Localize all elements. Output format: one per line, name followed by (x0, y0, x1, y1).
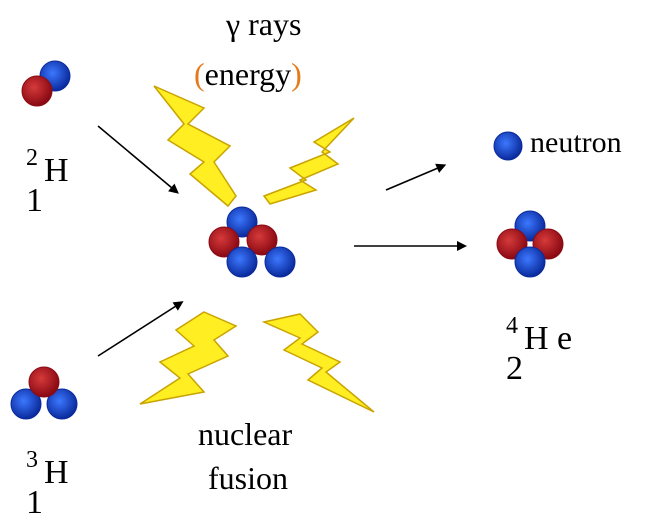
helium-mass-number: 4 (506, 314, 518, 338)
arrow-neutron-out (386, 168, 438, 190)
proton-particle (22, 76, 52, 106)
tritium-atomic-number: 1 (26, 486, 43, 520)
deuterium-nucleus (22, 61, 70, 106)
tritium-nucleus (11, 367, 77, 419)
energy-label: (energy) (194, 58, 302, 90)
tritium-mass-number: 3 (26, 448, 38, 472)
deuterium-symbol: H (44, 154, 69, 188)
helium-nucleus (497, 211, 563, 277)
lightning-bolt-bottom-left (140, 312, 236, 404)
fusion-label: fusion (208, 462, 288, 494)
lightning-bolt-top-left (154, 86, 236, 206)
open-paren: ( (194, 56, 205, 92)
energy-text: energy (205, 56, 291, 92)
lightning-bolt-bottom-right (264, 314, 374, 412)
nuclear-label: nuclear (198, 418, 292, 450)
arrow-tritium-in (98, 306, 176, 356)
lightning-bolt-top-right (264, 118, 354, 204)
neutron-label: neutron (530, 128, 622, 158)
deuterium-mass-number: 2 (26, 146, 38, 170)
gamma-symbol: γ (226, 6, 240, 42)
close-paren: ) (291, 56, 302, 92)
proton-particle (29, 367, 59, 397)
compound-nucleus (209, 207, 295, 277)
neutron-particle (515, 247, 545, 277)
deuterium-atomic-number: 1 (26, 184, 43, 218)
rays-text: rays (248, 6, 301, 42)
helium-symbol: H e (524, 322, 572, 356)
neutron-particle (265, 247, 295, 277)
neutron-particle (494, 132, 522, 160)
tritium-symbol: H (44, 456, 69, 490)
neutron-particle (227, 247, 257, 277)
arrow-deuterium-in (98, 126, 172, 188)
neutron-product (494, 132, 522, 160)
helium-atomic-number: 2 (506, 352, 523, 386)
gamma-rays-label: γ rays (226, 8, 301, 40)
